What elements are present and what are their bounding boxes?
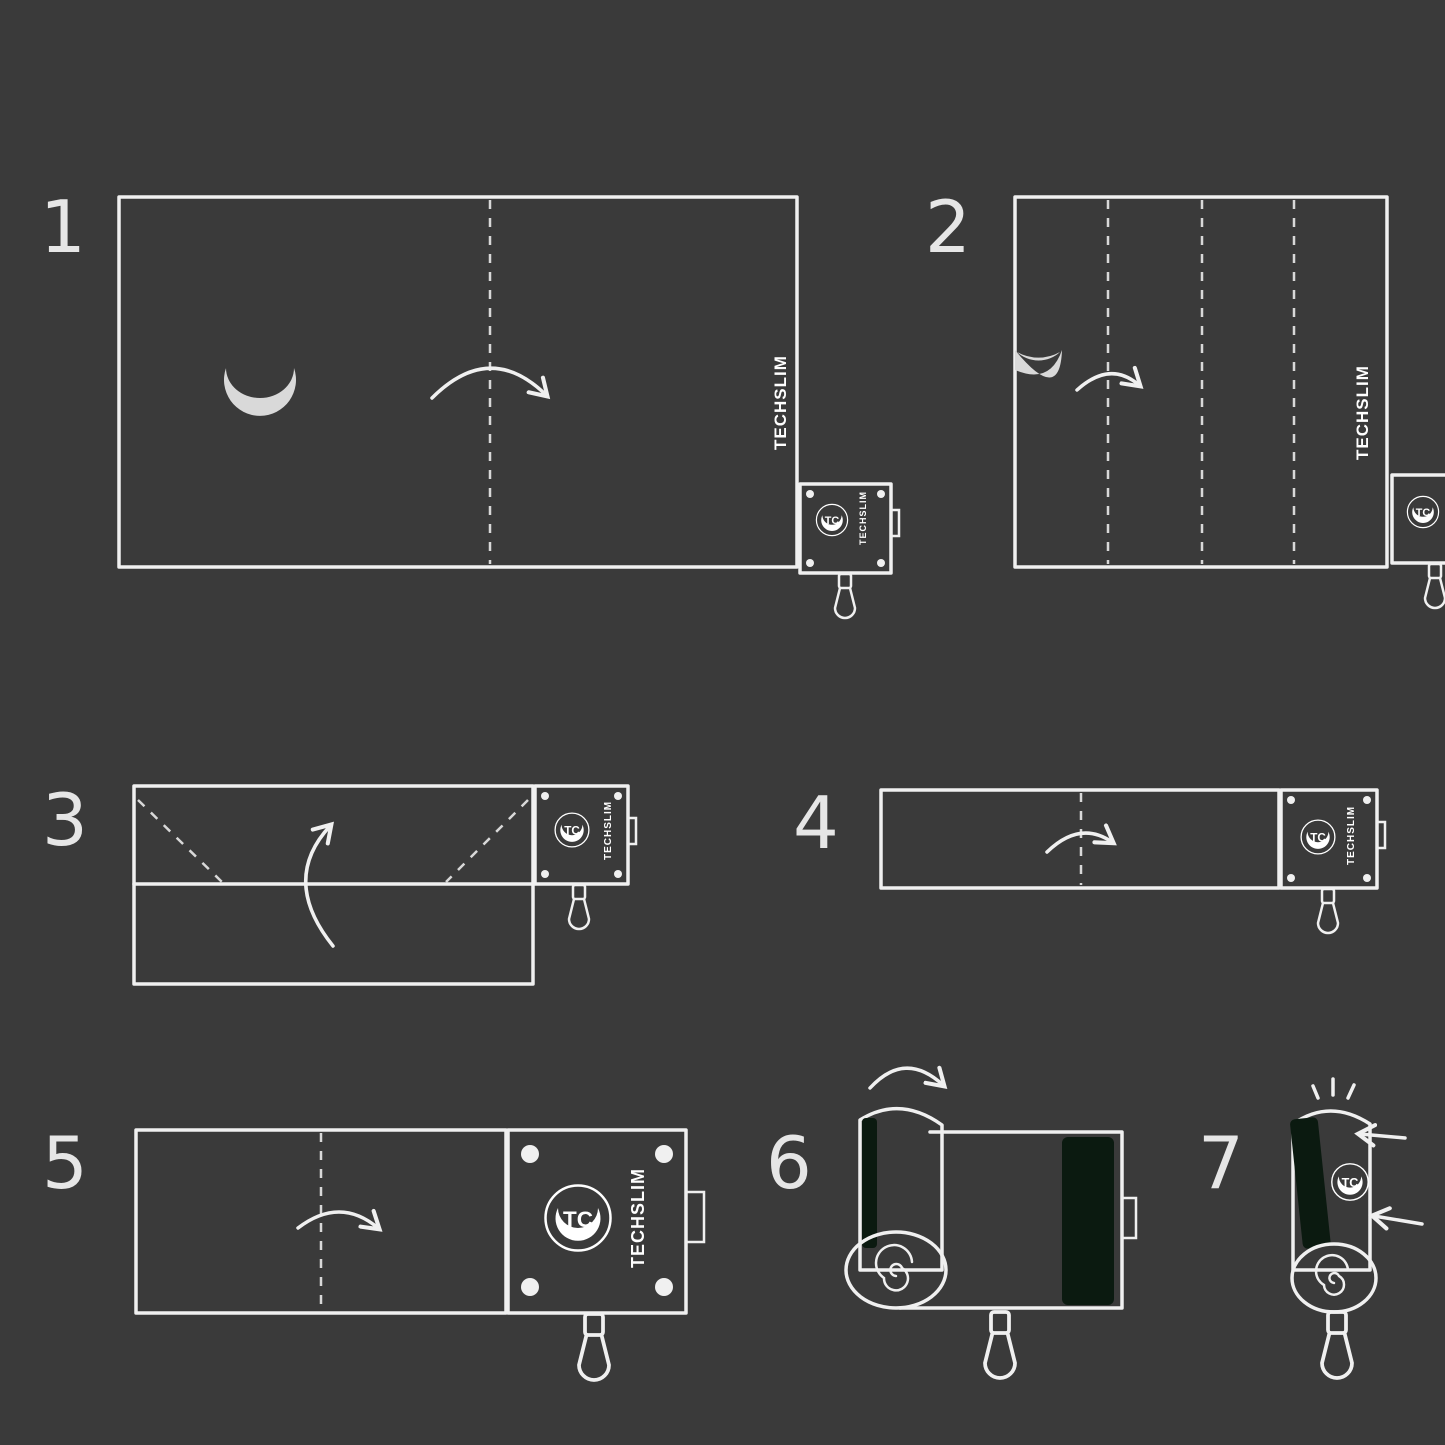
crescent-moon-icon — [1017, 352, 1060, 361]
pocket-tab — [626, 816, 638, 846]
crescent-moon-icon — [224, 368, 296, 416]
towel-outline — [117, 195, 799, 569]
techslim-logo-icon — [1406, 495, 1440, 529]
fold-arrow-icon — [304, 821, 335, 948]
pocket-tab — [1120, 1196, 1138, 1240]
fold-arrow-icon — [868, 1065, 948, 1090]
pocket-brand-label: TECHSLIM — [603, 801, 614, 860]
pocket-brand-label: TECHSLIM — [628, 1168, 648, 1268]
zipper-pull-icon — [577, 1312, 611, 1382]
step-3: 3 TECHSLIM — [42, 778, 638, 986]
zipper-pull-icon — [1423, 562, 1445, 610]
step-5: 5 TECHSLIM — [42, 1121, 706, 1382]
fold-line — [445, 799, 529, 883]
pocket — [1390, 473, 1445, 610]
step-number: 1 — [40, 185, 86, 269]
pocket-tab — [684, 1190, 706, 1244]
pocket: TECHSLIM — [798, 482, 901, 620]
brand-label: TECHSLIM — [771, 355, 790, 450]
techslim-logo-icon — [1331, 1163, 1369, 1201]
pocket-tab — [889, 508, 901, 538]
rolled-towel — [844, 1107, 948, 1310]
brand-label: TECHSLIM — [1353, 365, 1372, 460]
towel-outline — [879, 788, 1281, 890]
step-number: 5 — [42, 1121, 88, 1205]
zipper-pull-icon — [983, 1310, 1017, 1380]
step-7: 7 — [1198, 1077, 1424, 1380]
pocket-tab — [1375, 820, 1387, 850]
step-number: 4 — [793, 781, 839, 865]
step-number: 7 — [1198, 1121, 1244, 1205]
crescent-moon-icon — [1015, 350, 1062, 378]
towel-outline — [134, 1128, 508, 1315]
techslim-logo-icon — [1300, 819, 1336, 855]
pocket-brand-label: TECHSLIM — [858, 491, 868, 545]
pocket: TECHSLIM — [1279, 788, 1387, 935]
pocket: TECHSLIM — [506, 1128, 706, 1382]
pocket: TECHSLIM — [533, 784, 638, 931]
step-6: 6 — [766, 1065, 1138, 1380]
zipper-pull-icon — [833, 572, 857, 620]
pocket-brand-label: TECHSLIM — [1346, 806, 1357, 865]
step-number: 3 — [42, 778, 88, 862]
elastic-strap — [1290, 1117, 1331, 1249]
step-2: 2 TECHSLIM — [925, 185, 1445, 610]
step-number: 2 — [925, 185, 971, 269]
techslim-logo-icon — [815, 503, 849, 537]
rolled-towel — [1290, 1109, 1378, 1314]
fold-arrow-icon — [1045, 823, 1117, 854]
step-4: 4 TECHSLIM — [793, 781, 1387, 935]
step-number: 6 — [766, 1121, 812, 1205]
elastic-strap — [1062, 1137, 1114, 1305]
zipper-pull-icon — [567, 883, 591, 931]
fold-arrow-icon — [430, 366, 551, 400]
step-1: 1 TECHSLIM TECHSLIM — [40, 185, 901, 620]
fold-line — [137, 799, 223, 883]
shine-rays-icon — [1311, 1077, 1356, 1100]
elastic-strap — [862, 1118, 877, 1248]
techslim-logo-icon — [554, 812, 590, 848]
towel-outline — [1013, 195, 1389, 569]
zipper-pull-icon — [1320, 1310, 1354, 1380]
press-arrow-icon — [1368, 1206, 1424, 1231]
fold-arrow-icon — [1075, 365, 1144, 392]
press-arrow-icon — [1354, 1123, 1407, 1148]
zipper-pull-icon — [1316, 887, 1340, 935]
fold-arrow-icon — [296, 1208, 383, 1232]
techslim-logo-icon — [544, 1184, 612, 1252]
